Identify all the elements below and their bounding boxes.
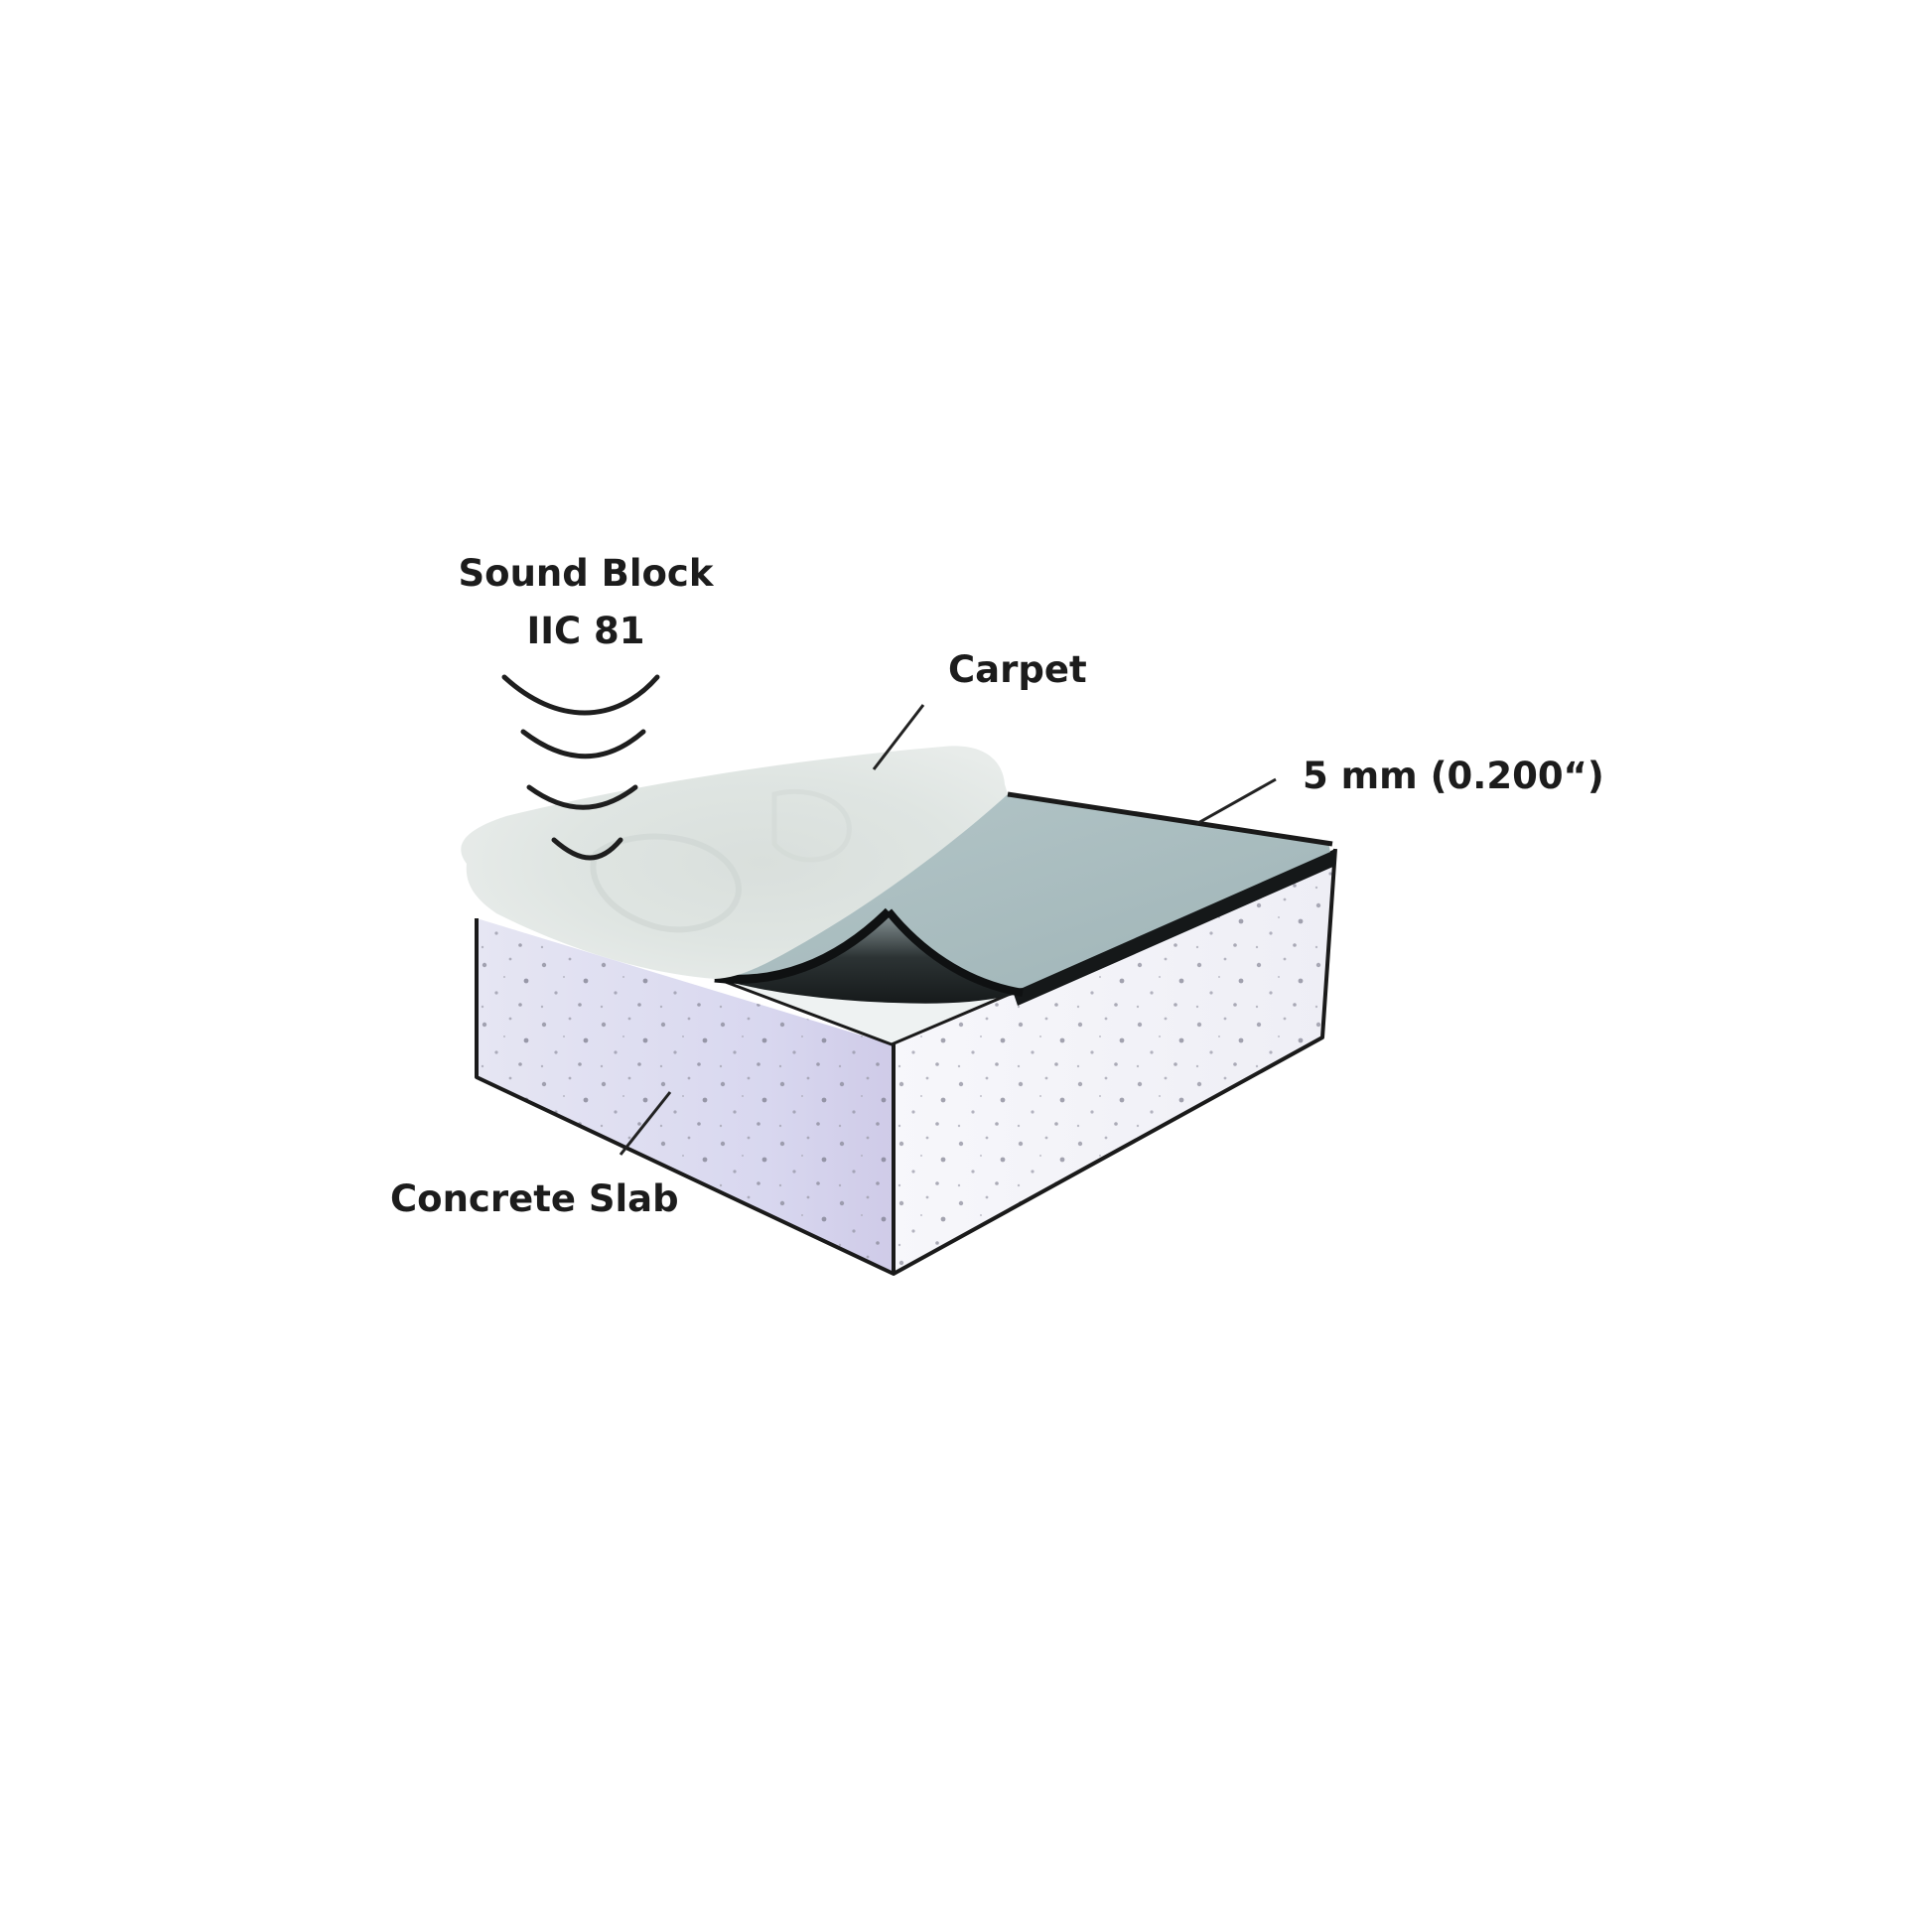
thickness-leader-line	[1195, 777, 1277, 826]
concrete-leader-line	[619, 1091, 672, 1156]
thickness-label: 5 mm (0.200“)	[1303, 755, 1604, 797]
underlay-curl	[715, 911, 1023, 1004]
sound-waves-icon	[501, 674, 660, 861]
iic-rating-label: IIC 81	[526, 610, 644, 652]
underlay-top-surface	[715, 794, 1330, 989]
sound-block-title: Sound Block	[459, 552, 715, 595]
concrete-slab-label: Concrete Slab	[390, 1177, 679, 1220]
carpet-leader-line	[872, 704, 925, 770]
sound-block-underlay	[714, 791, 1335, 1006]
carpet-label: Carpet	[948, 648, 1087, 691]
